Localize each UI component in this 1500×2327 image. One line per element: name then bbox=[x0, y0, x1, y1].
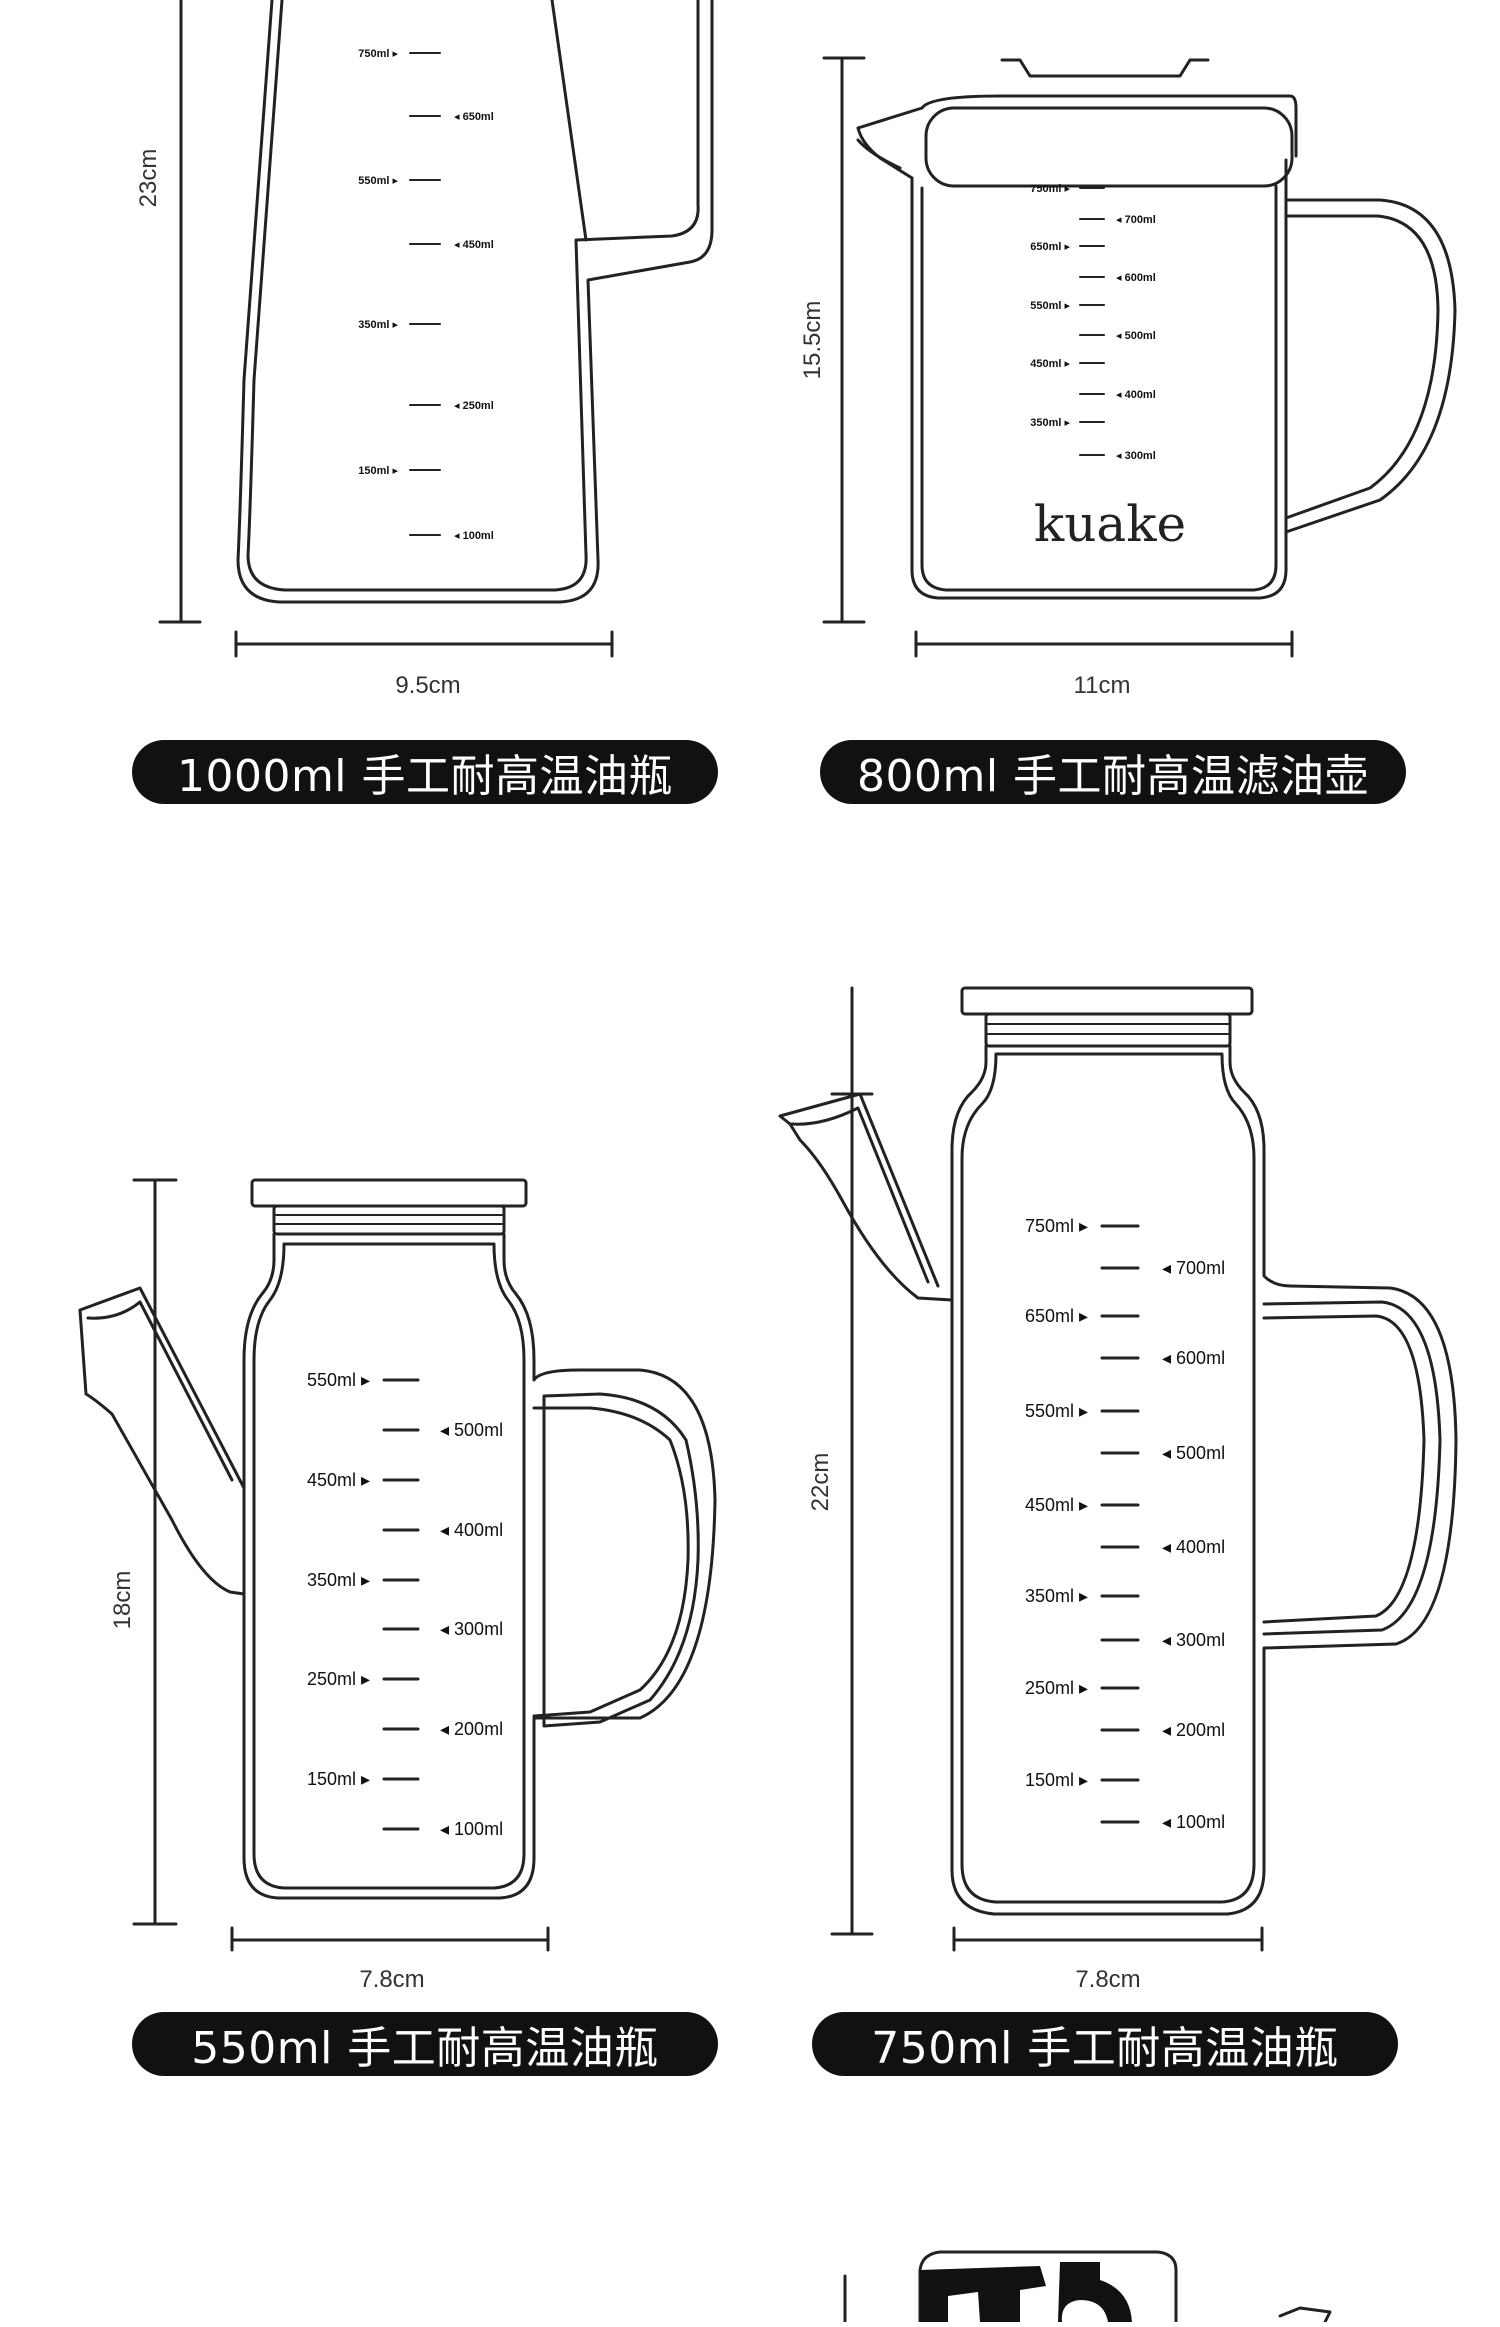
mark-right: ◂ 100ml bbox=[454, 530, 494, 542]
product-label-1000ml: 1000ml 手工耐高温油瓶 bbox=[132, 740, 718, 804]
bottle-1000ml-texts: 23cm 9.5cm 750ml ▸ 550ml ▸ 350ml ▸ 150ml… bbox=[135, 48, 494, 699]
brand-logo: kuake bbox=[1034, 495, 1186, 553]
width-label: 9.5cm bbox=[395, 672, 460, 699]
mark-left: 550ml ▸ bbox=[358, 175, 398, 187]
mark-left: 450ml ▸ bbox=[307, 1470, 370, 1490]
height-label: 18cm bbox=[109, 1571, 136, 1630]
bottle-550ml-ticks bbox=[382, 1378, 420, 1831]
jug-800ml-texts: 15.5cm 11cm kuake 750ml ▸ 650ml ▸ 550ml … bbox=[799, 183, 1186, 699]
mark-right: ◂ 500ml bbox=[1116, 330, 1156, 342]
mark-right: ◂ 300ml bbox=[1162, 1630, 1225, 1650]
height-label: 22cm bbox=[807, 1453, 834, 1512]
mark-right: ◂ 400ml bbox=[1116, 389, 1156, 401]
mark-right: ◂ 250ml bbox=[454, 400, 494, 412]
mark-left: 550ml ▸ bbox=[1030, 300, 1070, 312]
bottle-750ml-ticks bbox=[1100, 1224, 1140, 1824]
next-product-partial bbox=[843, 2250, 1332, 2324]
bottle-1000ml-outline bbox=[236, 0, 714, 604]
product-label-550ml: 550ml 手工耐高温油瓶 bbox=[132, 2012, 718, 2076]
mark-right: ◂ 600ml bbox=[1116, 272, 1156, 284]
product-label-750ml: 750ml 手工耐高温油瓶 bbox=[812, 2012, 1398, 2076]
bottle-550ml-outline bbox=[78, 1178, 717, 1900]
width-label: 11cm bbox=[1074, 672, 1131, 699]
mark-right: ◂ 500ml bbox=[440, 1420, 503, 1440]
mark-left: 350ml ▸ bbox=[1025, 1586, 1088, 1606]
mark-left: 750ml ▸ bbox=[358, 48, 398, 60]
bottle-550ml-texts: 18cm 7.8cm 550ml ▸ 450ml ▸ 350ml ▸ 250ml… bbox=[109, 1370, 503, 1993]
product-label-800ml: 800ml 手工耐高温滤油壶 bbox=[820, 740, 1406, 804]
mark-right: ◂ 100ml bbox=[1162, 1812, 1225, 1832]
mark-left: 150ml ▸ bbox=[1025, 1770, 1088, 1790]
height-label: 15.5cm bbox=[799, 301, 826, 380]
mark-left: 650ml ▸ bbox=[1030, 241, 1070, 253]
mark-left: 350ml ▸ bbox=[307, 1570, 370, 1590]
jug-800ml-outline bbox=[856, 58, 1457, 600]
mark-right: ◂ 600ml bbox=[1162, 1348, 1225, 1368]
mark-left: 450ml ▸ bbox=[1030, 358, 1070, 370]
mark-left: 550ml ▸ bbox=[307, 1370, 370, 1390]
mark-right: ◂ 650ml bbox=[454, 111, 494, 123]
mark-right: ◂ 300ml bbox=[440, 1619, 503, 1639]
next-product-partial-fill bbox=[920, 2262, 1132, 2322]
mark-left: 650ml ▸ bbox=[1025, 1306, 1088, 1326]
bottle-750ml-texts: 22cm 7.8cm 750ml ▸ 650ml ▸ 550ml ▸ 450ml… bbox=[807, 1216, 1225, 1993]
mark-left: 550ml ▸ bbox=[1025, 1401, 1088, 1421]
mark-right: ◂ 700ml bbox=[1116, 214, 1156, 226]
width-label: 7.8cm bbox=[1075, 1966, 1140, 1993]
mark-left: 350ml ▸ bbox=[358, 319, 398, 331]
bottle-1000ml-dimensions bbox=[158, 0, 614, 658]
mark-left: 350ml ▸ bbox=[1030, 417, 1070, 429]
mark-right: ◂ 200ml bbox=[440, 1719, 503, 1739]
mark-right: ◂ 500ml bbox=[1162, 1443, 1225, 1463]
jug-800ml-dimensions bbox=[822, 56, 1294, 658]
mark-right: ◂ 400ml bbox=[440, 1520, 503, 1540]
mark-left: 250ml ▸ bbox=[1025, 1678, 1088, 1698]
bottle-550ml-dimensions bbox=[132, 1178, 550, 1952]
width-label: 7.8cm bbox=[359, 1966, 424, 1993]
mark-right: ◂ 200ml bbox=[1162, 1720, 1225, 1740]
mark-right: ◂ 450ml bbox=[454, 239, 494, 251]
mark-left: 750ml ▸ bbox=[1025, 1216, 1088, 1236]
mark-left: 150ml ▸ bbox=[358, 465, 398, 477]
bottle-750ml-outline bbox=[778, 986, 1458, 1916]
mark-right: ◂ 100ml bbox=[440, 1819, 503, 1839]
mark-left: 450ml ▸ bbox=[1025, 1495, 1088, 1515]
mark-left: 250ml ▸ bbox=[307, 1669, 370, 1689]
mark-right: ◂ 700ml bbox=[1162, 1258, 1225, 1278]
height-label: 23cm bbox=[135, 149, 162, 208]
mark-right: ◂ 300ml bbox=[1116, 450, 1156, 462]
mark-left: 750ml ▸ bbox=[1030, 183, 1070, 195]
mark-right: ◂ 400ml bbox=[1162, 1537, 1225, 1557]
mark-left: 150ml ▸ bbox=[307, 1769, 370, 1789]
jug-800ml-ticks bbox=[1079, 187, 1105, 456]
bottle-750ml-dimensions bbox=[830, 986, 1264, 1952]
bottle-1000ml-ticks bbox=[409, 52, 441, 536]
